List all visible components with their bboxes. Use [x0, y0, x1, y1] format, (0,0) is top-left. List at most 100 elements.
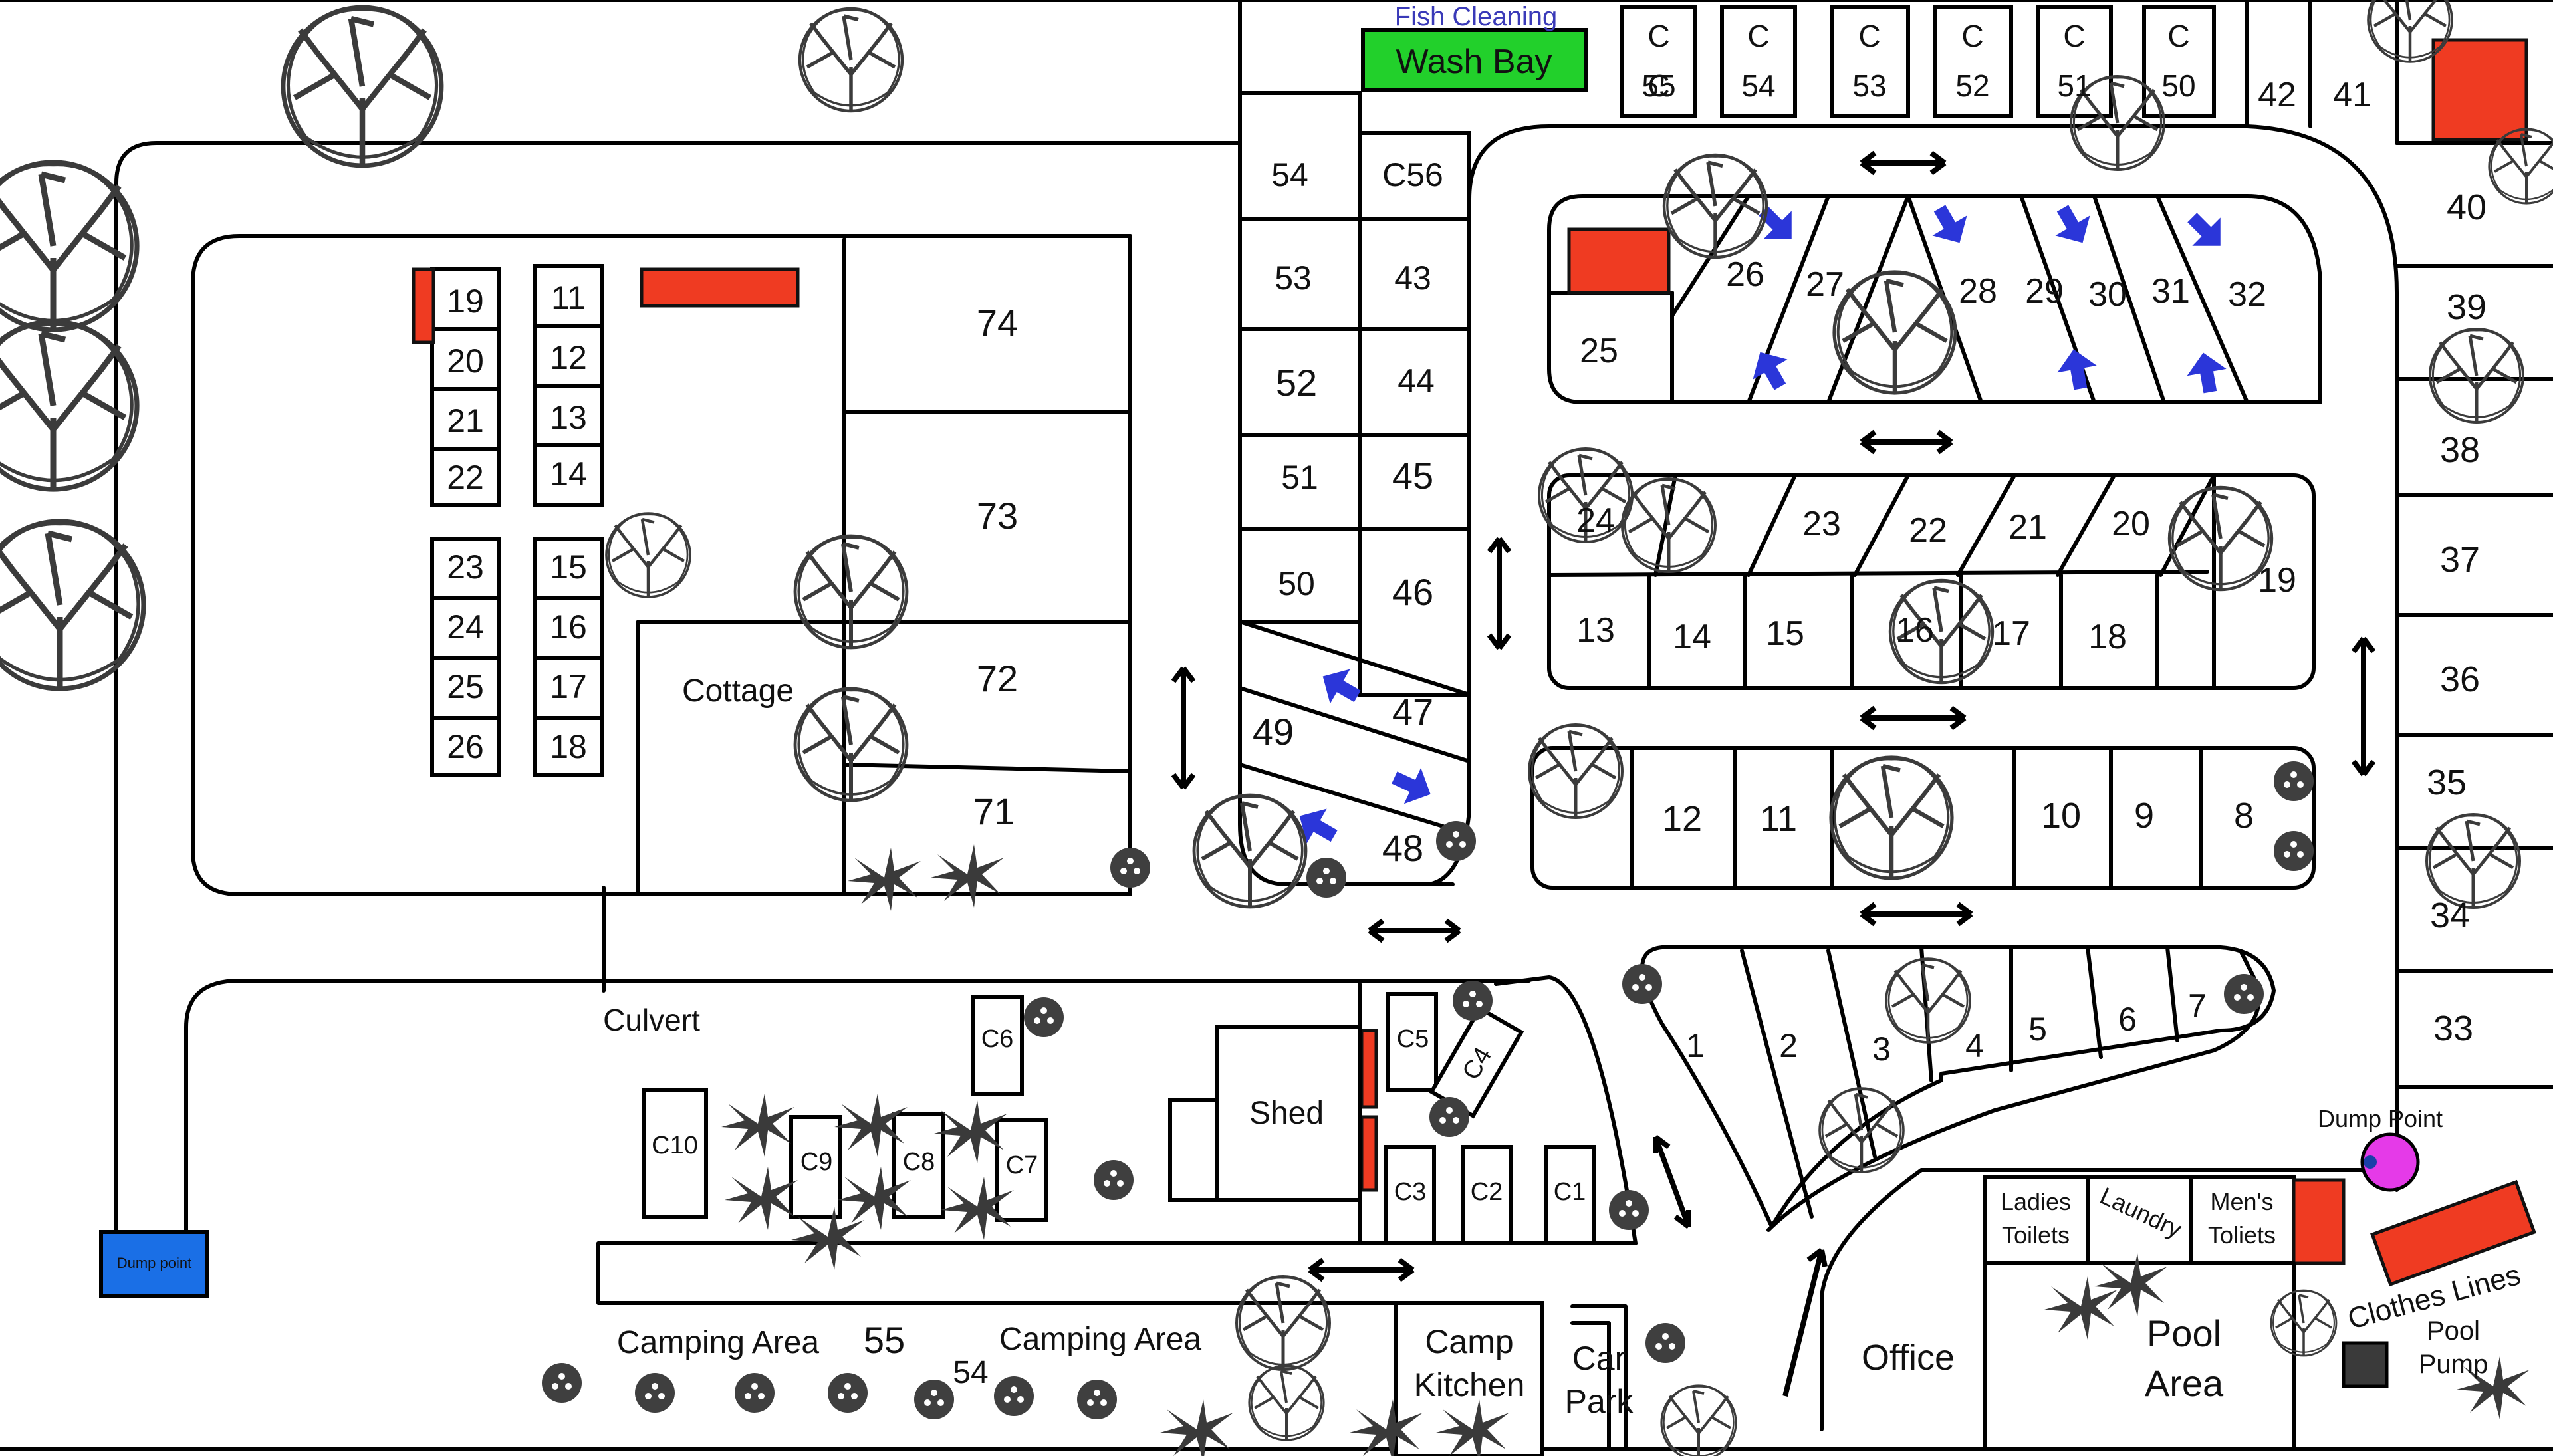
site-16-label: 16	[550, 608, 587, 646]
cabin-c1[interactable]	[1544, 1145, 1596, 1245]
site-32-label: 32	[2228, 275, 2266, 314]
cabin-c6[interactable]	[971, 995, 1024, 1096]
site-c56[interactable]	[1358, 131, 1471, 221]
site-5-label: 5	[2028, 1011, 2047, 1048]
wash-bay-label: Wash Bay	[1396, 43, 1552, 81]
site-35-label: 35	[2427, 763, 2467, 802]
site-49-label: 49	[1253, 711, 1294, 753]
mens-label: Men's	[2211, 1188, 2274, 1215]
top-row	[1620, 0, 2553, 145]
site-19b-label: 19	[2258, 561, 2296, 600]
site-4-label: 4	[1965, 1027, 1984, 1064]
cabin-c9[interactable]	[789, 1115, 842, 1219]
tree-icon	[1661, 1386, 1736, 1456]
double-arrow	[1171, 150, 2376, 1397]
site-26[interactable]	[430, 716, 501, 777]
amenity-block-25	[1567, 227, 1671, 295]
block-labels-8-12: 12 11 10 9 8	[1662, 796, 2254, 839]
site-45[interactable]	[1358, 433, 1471, 531]
site-48-label: 48	[1382, 827, 1423, 869]
site-24b-label: 24	[1576, 501, 1615, 540]
palm-icon	[848, 848, 921, 911]
bush-icon	[828, 1373, 868, 1413]
site-44[interactable]	[1358, 327, 1471, 437]
cabin-c51[interactable]	[2036, 5, 2113, 118]
site-40-label: 40	[2447, 187, 2487, 227]
cabin-c54[interactable]	[1720, 5, 1797, 118]
camp-label: Camp	[1425, 1323, 1513, 1360]
wash-bay[interactable]	[1361, 28, 1588, 92]
cabin-c7[interactable]	[995, 1118, 1048, 1222]
dump-point-right[interactable]	[2360, 1132, 2420, 1192]
site-72-label: 72	[977, 658, 1018, 699]
bush-icon	[1429, 1097, 1469, 1137]
site-18-label: 18	[550, 728, 587, 765]
tree-icon	[0, 521, 144, 689]
site-43-label: 43	[1394, 259, 1431, 297]
cabin-c2[interactable]	[1461, 1145, 1513, 1245]
kitchen-label: Kitchen	[1414, 1366, 1525, 1403]
dump-point-label: Dump Point	[2318, 1105, 2443, 1132]
site-46-label: 46	[1392, 571, 1433, 613]
site-44-label: 44	[1398, 362, 1435, 400]
camp-kitchen[interactable]	[1394, 1301, 1544, 1456]
site-52[interactable]	[1238, 327, 1362, 437]
tree-icon	[2430, 329, 2523, 422]
cabin-c53[interactable]	[1830, 5, 1910, 118]
cabin-c5[interactable]	[1386, 992, 1438, 1092]
site-labels: 19 20 21 22 11 12 13 14 23 24 25 26 15 1…	[447, 68, 1669, 869]
site-24-label: 24	[447, 608, 484, 646]
cabin-c50-number: 50	[2161, 68, 2195, 103]
tree-icon	[283, 7, 441, 166]
site-23b-label: 23	[1802, 505, 1841, 543]
site-29-label: 29	[2025, 272, 2064, 310]
site-54[interactable]	[1238, 91, 1362, 221]
top-cabin-labels: C 55 C 54 C 53 C 52 C 51 C 50 42 41	[1641, 19, 2371, 114]
site-22-label: 22	[447, 459, 484, 496]
cabin-c5-label: C5	[1397, 1025, 1429, 1053]
palm-icon	[725, 1167, 798, 1230]
dump-point-left[interactable]	[99, 1230, 209, 1298]
site-54b-label: 54	[953, 1355, 988, 1390]
site-27-label: 27	[1806, 265, 1844, 304]
site-21-label: 21	[447, 402, 484, 439]
site-12[interactable]	[533, 324, 604, 388]
site-14[interactable]	[533, 443, 604, 507]
amenities-bottom-right	[1983, 1132, 2536, 1451]
shed[interactable]	[1215, 1025, 1362, 1202]
site-12b-label: 12	[1662, 799, 1702, 839]
site-8-label: 8	[2234, 796, 2254, 836]
site-25b-label: 25	[1580, 332, 1618, 370]
site-42-label: 42	[2258, 76, 2296, 114]
cabin-c52[interactable]	[1933, 5, 2013, 118]
pool-pump[interactable]	[2342, 1341, 2389, 1388]
block-labels-1-7: 1 2 3 4 5 6 7	[1686, 987, 2207, 1068]
cabin-c10[interactable]	[642, 1088, 708, 1219]
cabin-c55-c-label: C	[1647, 68, 1669, 103]
ladies-label: Ladies	[2001, 1188, 2071, 1215]
site-2-label: 2	[1779, 1027, 1798, 1064]
bush-icon	[1306, 858, 1346, 898]
cabin-c9-label: C9	[800, 1148, 833, 1176]
cabin-c55-letter: C	[1647, 19, 1669, 53]
site-20-label: 20	[447, 342, 484, 380]
cabin-c55[interactable]	[1620, 5, 1697, 118]
site-26b-label: 26	[1726, 255, 1764, 294]
tree-icon	[2489, 129, 2553, 203]
bush-icon	[2224, 974, 2264, 1014]
site-15b-label: 15	[1766, 614, 1804, 653]
cabin-c3[interactable]	[1384, 1145, 1436, 1245]
dump-point-left-label: Dump point	[117, 1255, 192, 1271]
site-11b-label: 11	[1760, 799, 1797, 839]
site-9-label: 9	[2134, 796, 2154, 836]
bush-icon	[1094, 1160, 1134, 1200]
site-22[interactable]	[430, 447, 501, 507]
site-23[interactable]	[430, 537, 501, 600]
tree-icon	[1664, 155, 1766, 257]
site-43[interactable]	[1358, 217, 1471, 331]
tree-icon	[1834, 272, 1955, 393]
site-18[interactable]	[533, 716, 604, 777]
bush-icon	[542, 1363, 582, 1403]
cabin-c8[interactable]	[892, 1112, 945, 1219]
bush-icon	[2274, 761, 2314, 801]
